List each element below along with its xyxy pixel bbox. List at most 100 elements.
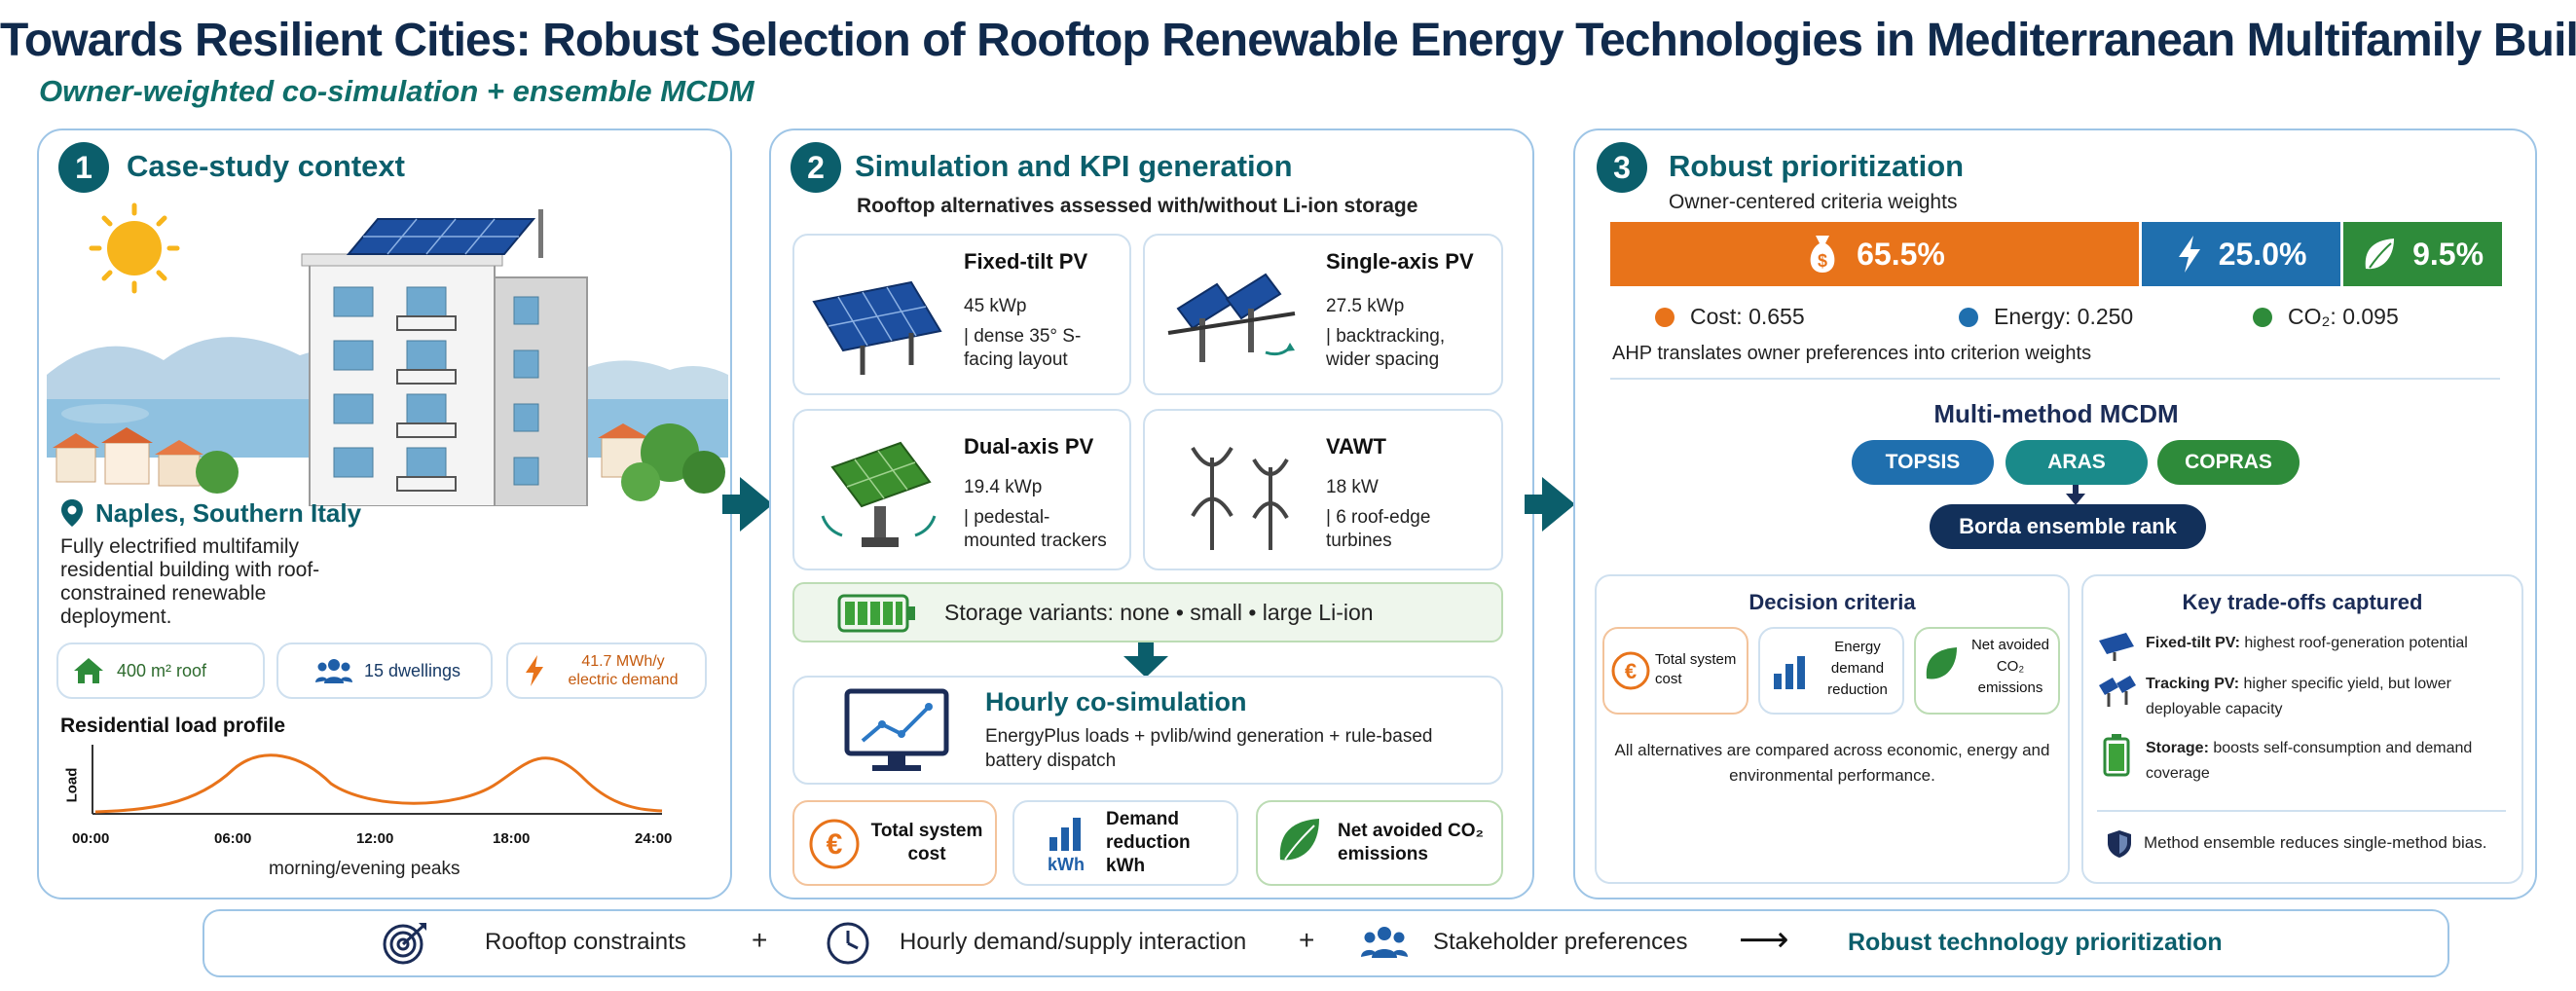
- panel2-number: 2: [791, 142, 841, 193]
- borda-rank: Borda ensemble rank: [1930, 504, 2206, 549]
- alt-single-axis-capacity: 27.5 kWp: [1326, 296, 1405, 316]
- panel2-title: Simulation and KPI generation: [855, 149, 1293, 183]
- tradeoff-tracking-head: Tracking PV:: [2146, 676, 2240, 692]
- alt-single-axis-name: Single-axis PV: [1326, 249, 1474, 274]
- footer-bar: [202, 909, 2449, 977]
- alt-single-axis-detail: | backtracking, wider spacing: [1326, 326, 1446, 370]
- criteria-title: Decision criteria: [1748, 590, 1916, 614]
- weight-pct-cost: 65.5%: [1857, 236, 1945, 272]
- alt-vawt-capacity: 18 kW: [1326, 477, 1379, 497]
- leaf-icon: [2365, 239, 2395, 270]
- alt-fixed-tilt: [792, 234, 1131, 395]
- panel3-title: Robust prioritization: [1669, 149, 1965, 183]
- clock-icon: [827, 922, 869, 965]
- battery-icon: [2103, 734, 2130, 777]
- alt-fixed-tilt-capacity: 45 kWp: [964, 296, 1027, 316]
- legend-energy: Energy: 0.250: [1994, 304, 2134, 329]
- page-title: Towards Resilient Cities: Robust Selecti…: [0, 15, 2576, 66]
- stat-demand: 41.7 MWh/y electric demand: [506, 642, 707, 699]
- criterion-cost-label: Total system cost: [1655, 651, 1737, 687]
- alt-dual-axis-name: Dual-axis PV: [964, 434, 1094, 459]
- dual-axis-pv-icon: [821, 441, 937, 547]
- weight-segment-energy: 25.0%: [2138, 222, 2341, 286]
- footer-item-rooftop: Rooftop constraints: [485, 929, 686, 955]
- shield-icon: [2108, 830, 2131, 858]
- alt-fixed-tilt-detail: | dense 35° S-facing layout: [964, 326, 1082, 370]
- flow-arrow-2-bar: [1525, 495, 1544, 514]
- load-ylabel: Load: [63, 767, 81, 803]
- money-bag-icon: $: [1810, 236, 1835, 273]
- load-tick-2: 12:00: [356, 830, 394, 847]
- euro-icon: €: [1611, 651, 1650, 690]
- people-icon: [315, 659, 352, 683]
- criteria-box: [1595, 574, 2070, 884]
- footer-arrow: ⟶: [1739, 919, 1789, 959]
- fixed-tilt-pv-icon: [812, 280, 942, 375]
- battery-icon: [837, 594, 915, 633]
- tradeoff-storage-text: boosts self-consumption and demand cover…: [2146, 740, 2473, 782]
- vawt-turbine-icon: [1191, 446, 1289, 550]
- stat-roof-label: 400 m² roof: [117, 660, 207, 680]
- weight-pct-co2: 9.5%: [2412, 236, 2484, 272]
- kpi-cost-label: Total system cost: [870, 821, 983, 864]
- single-axis-pv-icon: [1167, 273, 1296, 362]
- panel1-title: Case-study context: [127, 149, 405, 183]
- ensemble-note: Method ensemble reduces single-method bi…: [2144, 833, 2487, 852]
- load-profile-title: Residential load profile: [60, 715, 286, 737]
- co2-cloud-icon: [1926, 647, 1957, 679]
- tradeoffs-title: Key trade-offs captured: [2182, 590, 2423, 614]
- people-icon: [1361, 927, 1408, 958]
- legend-co2: CO₂: 0.095: [2288, 304, 2399, 329]
- kpi-demand-unit: kWh: [1048, 855, 1085, 874]
- criterion-energy-label: Energy demand reduction: [1827, 639, 1888, 698]
- method-aras: ARAS: [2006, 440, 2148, 485]
- tradeoff-fixed: Fixed-tilt PV: highest roof-generation p…: [2146, 633, 2516, 654]
- location-label: Naples, Southern Italy: [95, 498, 362, 528]
- load-tick-0: 00:00: [72, 830, 110, 847]
- house-icon: [74, 658, 103, 683]
- legend-co2-dot: [2253, 308, 2272, 327]
- panel1-number: 1: [58, 142, 109, 193]
- load-profile-chart: [92, 745, 663, 815]
- alt-dual-axis-detail: | pedestal-mounted trackers: [964, 507, 1107, 551]
- tradeoff-tracking: Tracking PV: higher specific yield, but …: [2146, 672, 2496, 722]
- tradeoff-storage-head: Storage:: [2146, 740, 2209, 756]
- panel2-intro: Rooftop alternatives assessed with/witho…: [857, 195, 1418, 217]
- weight-segment-co2: 9.5%: [2340, 222, 2502, 286]
- tradeoff-storage: Storage: boosts self-consumption and dem…: [2146, 736, 2477, 787]
- lightning-icon: [2178, 236, 2200, 273]
- legend-cost-dot: [1655, 308, 1674, 327]
- alt-dual-axis-capacity: 19.4 kWp: [964, 477, 1043, 497]
- storage-label: Storage variants: none • small • large L…: [944, 600, 1374, 625]
- page-subtitle: Owner-weighted co-simulation + ensemble …: [39, 74, 754, 108]
- sun-icon: [89, 202, 180, 294]
- stat-dwellings: 15 dwellings: [276, 642, 493, 699]
- stat-demand-label: 41.7 MWh/y electric demand: [568, 653, 679, 688]
- merge-arrow-icon: [2066, 485, 2085, 505]
- stat-roof: 400 m² roof: [56, 642, 265, 699]
- footer-result: Robust technology prioritization: [1848, 929, 2223, 956]
- footer-plus-1: +: [752, 925, 768, 955]
- method-copras: COPRAS: [2157, 440, 2300, 485]
- target-icon: [383, 923, 426, 965]
- footer-item-hourly: Hourly demand/supply interaction: [900, 929, 1247, 955]
- alt-vawt: [1143, 409, 1503, 570]
- method-topsis: TOPSIS: [1852, 440, 1994, 485]
- weight-pct-energy: 25.0%: [2218, 236, 2307, 272]
- criterion-co2-label: Net avoided CO₂ emissions: [1970, 637, 2050, 696]
- tradeoff-fixed-head: Fixed-tilt PV:: [2146, 635, 2240, 651]
- cosim-text: EnergyPlus loads + pvlib/wind generation…: [985, 726, 1433, 771]
- lightning-icon: [526, 655, 543, 686]
- criteria-note: All alternatives are compared across eco…: [1614, 741, 2050, 785]
- fixed-pv-mini-icon: [2099, 633, 2134, 661]
- case-description: Fully electrified multifamily residentia…: [60, 535, 320, 628]
- cosim-title: Hourly co-simulation: [985, 687, 1247, 716]
- legend-cost: Cost: 0.655: [1690, 304, 1805, 329]
- bar-chart-icon: [1049, 818, 1081, 851]
- load-tick-1: 06:00: [214, 830, 252, 847]
- criterion-energy: [1758, 627, 1904, 715]
- svg-text:€: €: [827, 828, 843, 861]
- footer-item-stakeholder: Stakeholder preferences: [1433, 929, 1688, 955]
- flow-arrow-1-icon: [740, 477, 773, 532]
- footer-plus-2: +: [1299, 925, 1315, 955]
